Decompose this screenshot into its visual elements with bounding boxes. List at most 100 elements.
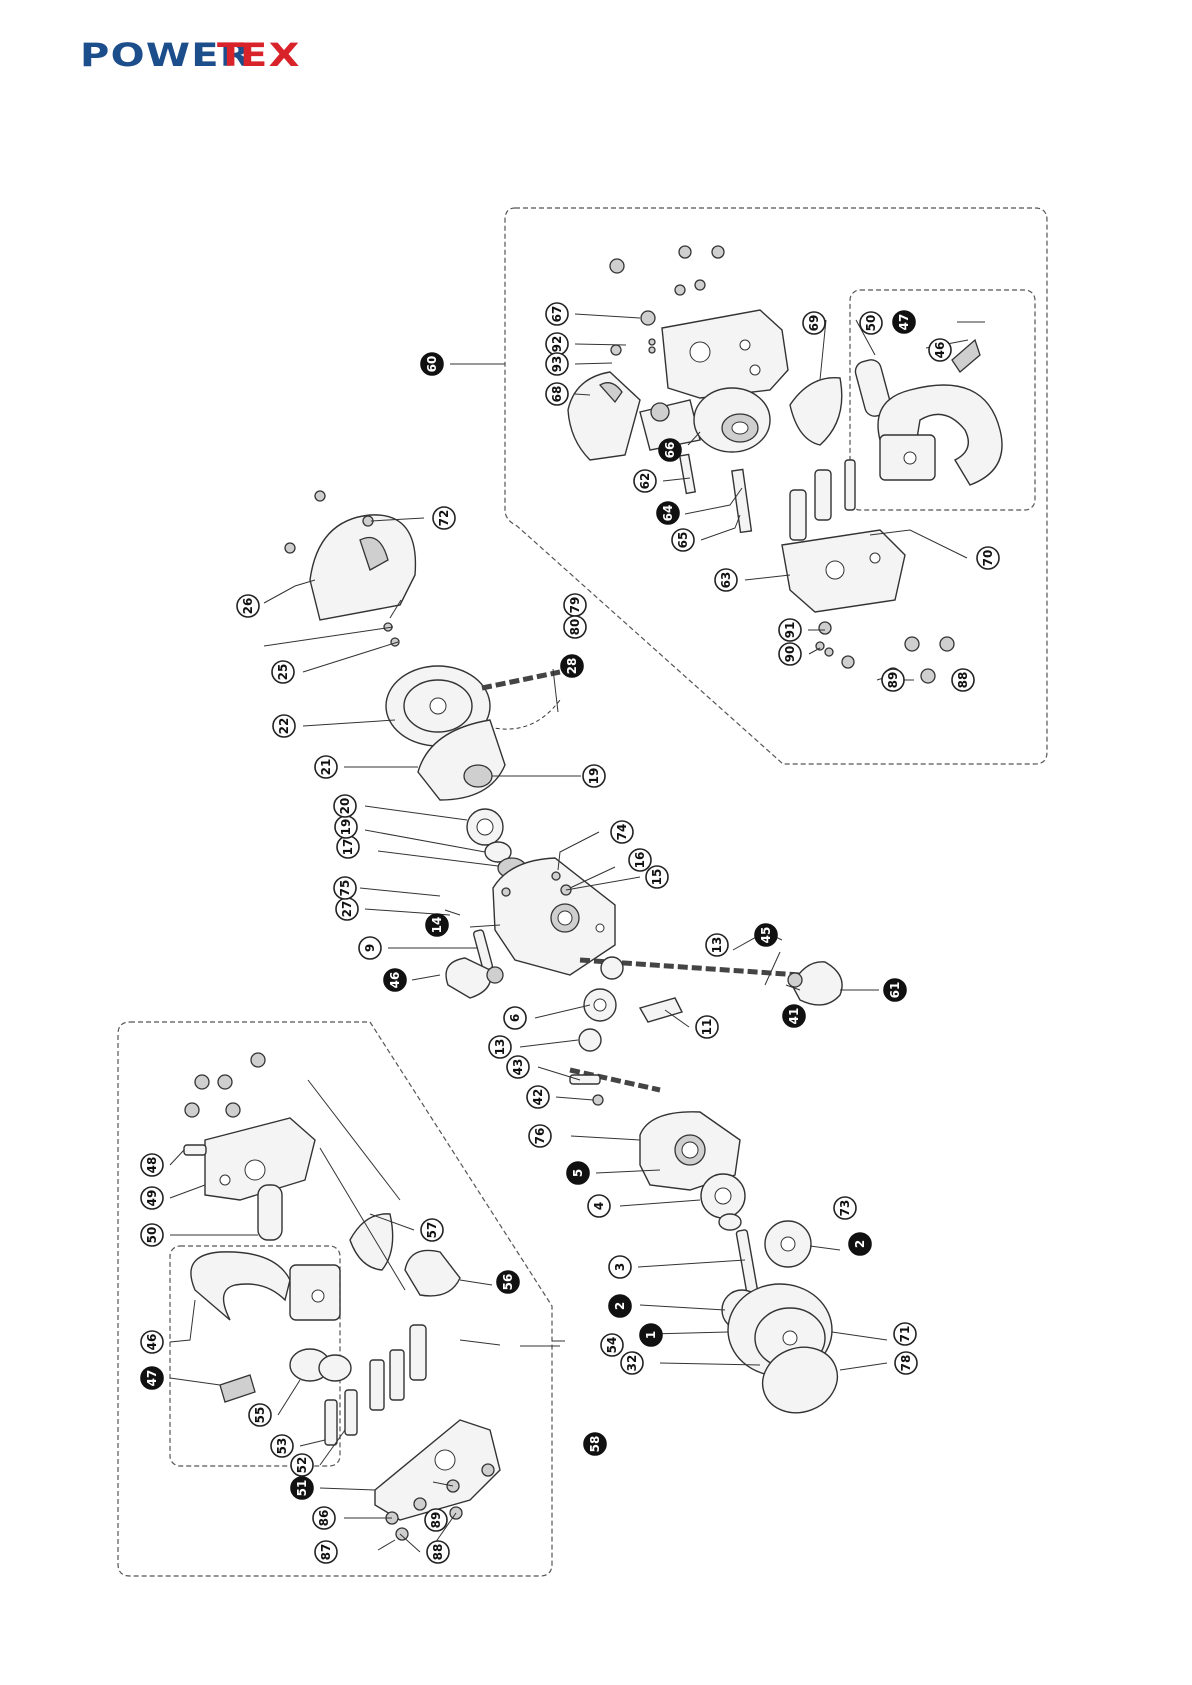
callout-number: 50	[145, 1227, 159, 1244]
callout-16: 16	[629, 849, 651, 871]
callout-number: 53	[275, 1438, 289, 1455]
top-frame-plate	[662, 310, 788, 398]
callout-15: 15	[646, 866, 668, 888]
callout-number: 54	[605, 1337, 619, 1354]
callout-63: 63	[715, 569, 737, 591]
callout-number: 14	[430, 917, 444, 934]
callout-number: 13	[493, 1039, 507, 1056]
callout-26: 26	[237, 595, 259, 617]
callout-61: 61	[884, 979, 906, 1001]
callout-number: 1	[644, 1331, 658, 1339]
shaft-65	[732, 469, 752, 532]
latch-47-left	[220, 1375, 255, 1402]
cotter-pin-87	[378, 1540, 395, 1550]
callout-number: 47	[145, 1370, 159, 1387]
callout-number: 64	[661, 505, 675, 522]
callout-20: 20	[334, 795, 356, 817]
callout-5: 5	[567, 1162, 589, 1184]
callout-55: 55	[249, 1404, 271, 1426]
callout-number: 21	[319, 759, 333, 776]
callout-number: 90	[783, 646, 797, 663]
callout-22: 22	[273, 715, 295, 737]
callout-67: 67	[546, 303, 568, 325]
callout-number: 88	[431, 1544, 445, 1561]
callout-42: 42	[527, 1086, 549, 1108]
callout-number: 51	[295, 1480, 309, 1497]
bottom-hook-left	[191, 1252, 340, 1320]
callout-number: 86	[317, 1510, 331, 1527]
callout-49: 49	[141, 1187, 163, 1209]
hand-chain-loop	[482, 700, 560, 729]
callout-62: 62	[634, 470, 656, 492]
callout-number: 25	[276, 664, 290, 681]
callout-14: 14	[426, 914, 448, 936]
callout-58: 58	[584, 1433, 606, 1455]
load-gear-4	[701, 1174, 745, 1218]
callout-70: 70	[977, 547, 999, 569]
callout-50: 50	[860, 312, 882, 334]
callout-number: 16	[633, 852, 647, 869]
callout-89: 89	[425, 1509, 447, 1531]
callout-number: 45	[759, 927, 773, 944]
callout-number: 4	[592, 1202, 606, 1210]
nuts-left-top	[185, 1053, 265, 1117]
callout-21: 21	[315, 756, 337, 778]
callout-45: 45	[755, 924, 777, 946]
callout-number: 72	[437, 510, 451, 527]
callout-number: 73	[838, 1200, 852, 1217]
callout-28: 28	[561, 655, 583, 677]
callout-86: 86	[313, 1507, 335, 1529]
anchor-pin-42-43	[570, 1075, 603, 1105]
callout-19: 19	[335, 816, 357, 838]
callout-number: 46	[145, 1334, 159, 1351]
callout-number: 43	[511, 1059, 525, 1076]
callout-number: 6	[508, 1014, 522, 1022]
callout-number: 47	[897, 314, 911, 331]
top-cover-26	[310, 515, 415, 620]
callout-2: 2	[849, 1233, 871, 1255]
callout-number: 68	[550, 386, 564, 403]
callout-48: 48	[141, 1154, 163, 1176]
callout-number: 5	[571, 1169, 585, 1177]
callout-88: 88	[427, 1541, 449, 1563]
bottom-hook-46	[446, 958, 503, 998]
callout-93: 93	[546, 353, 568, 375]
callout-number: 91	[783, 622, 797, 639]
callout-number: 74	[615, 824, 629, 841]
callout-91: 91	[779, 619, 801, 641]
callout-41: 41	[783, 1005, 805, 1027]
callout-number: 71	[898, 1326, 912, 1343]
callout-number: 75	[338, 880, 352, 897]
callout-number: 62	[638, 473, 652, 490]
callout-number: 22	[277, 718, 291, 735]
callout-9: 9	[359, 937, 381, 959]
bushing-55	[290, 1349, 351, 1381]
callout-number: 17	[341, 839, 355, 856]
callout-69: 69	[803, 312, 825, 334]
callout-3: 3	[609, 1256, 631, 1278]
callout-number: 15	[650, 869, 664, 886]
callout-number: 41	[787, 1008, 801, 1025]
callout-number: 28	[565, 658, 579, 675]
callout-47: 47	[893, 311, 915, 333]
callout-92: 92	[546, 333, 568, 355]
callout-number: 55	[253, 1407, 267, 1424]
callout-number: 50	[864, 315, 878, 332]
callout-number: 11	[700, 1019, 714, 1036]
callout-88: 88	[952, 669, 974, 691]
callout-number: 32	[625, 1355, 639, 1372]
ratchet-gear-20	[467, 809, 503, 845]
stripper-11	[640, 998, 682, 1022]
callout-number: 89	[886, 672, 900, 689]
callout-number: 67	[550, 306, 564, 323]
callout-number: 79	[568, 597, 582, 614]
frame-plate-49	[205, 1118, 315, 1200]
callout-64: 64	[657, 502, 679, 524]
callout-46: 46	[141, 1331, 163, 1353]
callout-number: 88	[956, 672, 970, 689]
callout-52: 52	[291, 1454, 313, 1476]
callout-32: 32	[621, 1352, 643, 1374]
callout-73: 73	[834, 1197, 856, 1219]
callout-number: 57	[425, 1222, 439, 1239]
